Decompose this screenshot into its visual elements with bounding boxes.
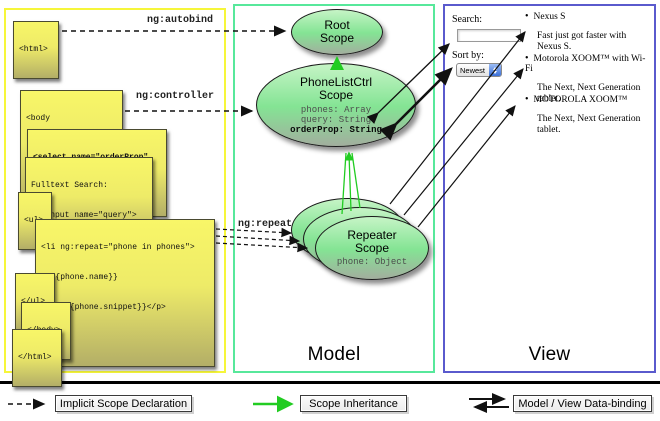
- phone-desc: The Next, Next Generation tablet.: [537, 83, 641, 104]
- model-panel: Model: [233, 4, 435, 373]
- code-line: <input name="query">: [31, 211, 137, 220]
- view-list-item: •Motorola XOOM™ with Wi-Fi The Next, Nex…: [525, 53, 650, 105]
- phonelistctrl-prop-query: query: String: [300, 114, 372, 125]
- bullet-icon: •: [525, 53, 529, 64]
- view-sort-select-value: Newest: [460, 65, 486, 75]
- ng-repeat-label: ng:repeat: [238, 219, 293, 230]
- phonelistctrl-scope-title-line1: PhoneListCtrl: [299, 74, 373, 89]
- legend-model-view-databinding: Model / View Data-binding: [513, 395, 652, 412]
- bullet-icon: •: [525, 94, 529, 105]
- legend-double-arrow: [469, 393, 509, 413]
- view-sort-label: Sort by:: [452, 50, 484, 61]
- view-list-item: • MOTOROLA XOOM™ The Next, Next Generatio…: [525, 94, 650, 136]
- phone-title: Motorola XOOM™ with Wi-Fi: [525, 54, 646, 74]
- code-box-html-open: <html>: [13, 21, 59, 79]
- phone-desc: The Next, Next Generation tablet.: [537, 114, 641, 135]
- bullet-icon: •: [525, 11, 529, 22]
- legend-implicit-scope-declaration: Implicit Scope Declaration: [55, 395, 192, 412]
- view-sort-select[interactable]: Newest: [456, 63, 502, 77]
- code-line: <li ng:repeat="phone in phones">: [41, 243, 195, 252]
- code-box-html-close: </html>: [12, 329, 62, 387]
- select-stepper-icon: [489, 64, 501, 76]
- code-line: <body: [26, 114, 51, 123]
- phonelistctrl-prop-orderprop: orderProp: String: [290, 124, 382, 135]
- legend-separator-line: [0, 381, 660, 384]
- ng-controller-label: ng:controller: [136, 91, 215, 102]
- view-search-input[interactable]: [457, 29, 521, 42]
- root-scope-title-line2: Scope: [319, 31, 355, 45]
- view-panel-label: View: [528, 344, 571, 365]
- phone-title: MOTOROLA XOOM™: [533, 95, 628, 105]
- code-line: </ul>: [21, 297, 49, 307]
- code-line: <ul>: [24, 216, 44, 225]
- phone-desc: Fast just got faster with Nexus S.: [537, 31, 627, 52]
- phone-title: Nexus S: [533, 12, 566, 22]
- ng-autobind-label: ng:autobind: [147, 15, 214, 26]
- repeater-scope-ellipse-front: Repeater Scope phone: Object: [315, 216, 429, 280]
- repeater-scope-title-line2: Scope: [354, 241, 390, 255]
- root-scope-ellipse: Root Scope: [291, 9, 383, 55]
- phonelistctrl-scope-ellipse: PhoneListCtrl Scope phones: Array query:…: [256, 63, 416, 147]
- view-search-label: Search:: [452, 14, 482, 25]
- repeater-scope-title-line1: Repeater: [347, 228, 397, 242]
- view-list-item: • Nexus S Fast just got faster with Nexus…: [525, 11, 650, 53]
- repeater-prop-phone: phone: Object: [336, 257, 408, 267]
- phonelistctrl-scope-title-line2: Scope: [318, 87, 354, 102]
- code-line: Fulltext Search:: [31, 181, 108, 190]
- phonelistctrl-prop-phones: phones: Array: [300, 104, 372, 115]
- legend-scope-inheritance: Scope Inheritance: [300, 395, 407, 412]
- root-scope-title-line1: Root: [324, 18, 350, 32]
- code-line: <p>{{phone.snippet}}</p>: [41, 303, 166, 312]
- model-panel-label: Model: [307, 344, 361, 365]
- code-line: </html>: [18, 353, 52, 362]
- code-line: {{phone.name}}: [41, 273, 118, 282]
- code-line: <html>: [19, 45, 48, 54]
